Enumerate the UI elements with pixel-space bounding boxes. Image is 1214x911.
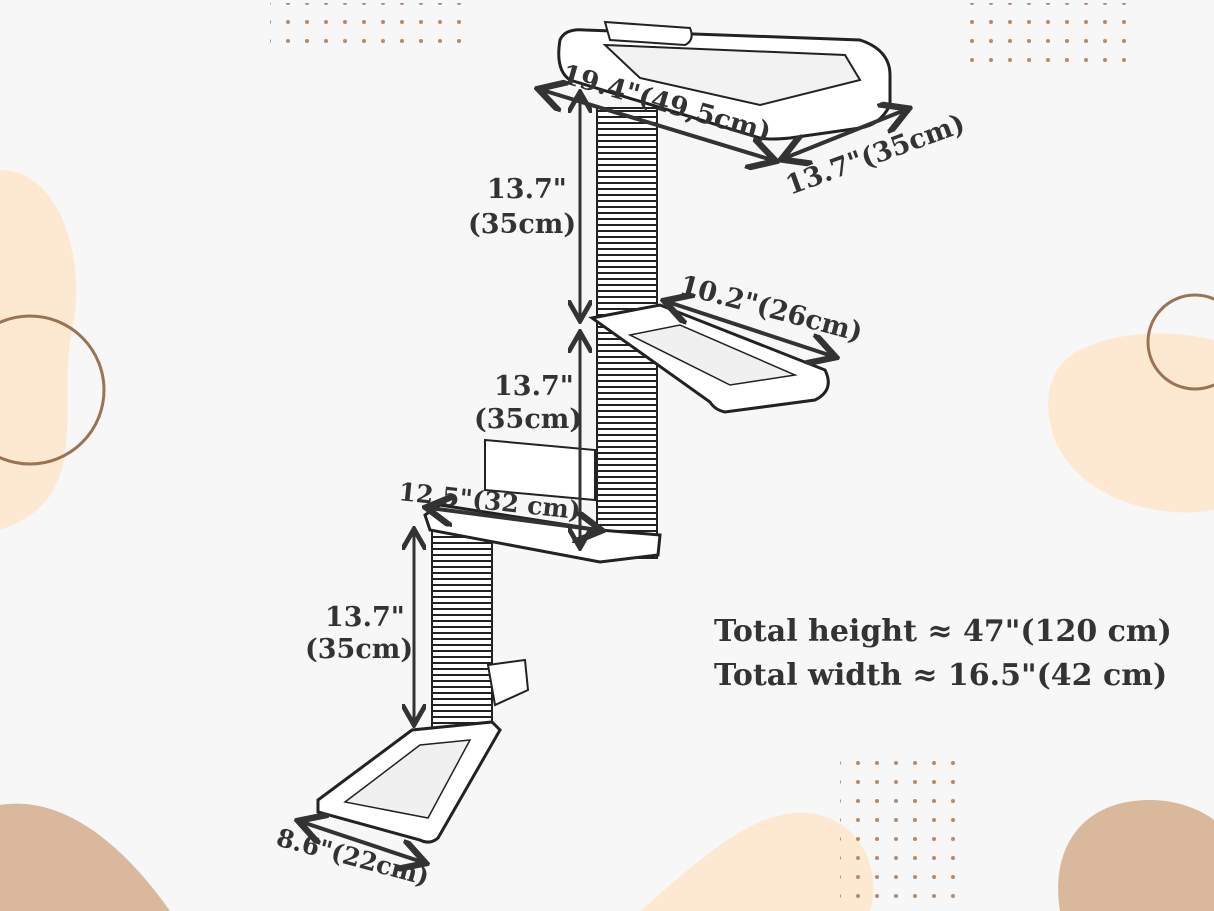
ring-left <box>0 314 106 466</box>
dot-grid-top <box>270 3 465 53</box>
label-post-lower-in: 13.7" <box>325 602 405 633</box>
ring-right <box>1146 293 1214 391</box>
arrow-lower-step <box>430 508 598 530</box>
label-post-upper-in: 13.7" <box>487 174 567 205</box>
blob-right <box>1048 333 1214 513</box>
blob-bottom-center <box>640 812 874 911</box>
blob-bottom-right <box>1058 800 1214 911</box>
total-height: Total height ≈ 47"(120 cm) <box>714 614 1172 649</box>
blob-left <box>0 170 77 530</box>
total-width: Total width ≈ 16.5"(42 cm) <box>714 658 1168 693</box>
dot-grid-top-right <box>955 3 1140 68</box>
dot-grid-bottom <box>840 758 955 911</box>
label-post-middle-in: 13.7" <box>494 371 574 402</box>
blob-bottom-left <box>0 803 170 911</box>
label-post-upper-cm: (35cm) <box>468 209 576 240</box>
arrow-top-depth <box>785 110 905 158</box>
arrow-middle-step <box>668 302 832 356</box>
arrow-bottom-step <box>302 822 422 862</box>
label-post-middle-cm: (35cm) <box>474 404 582 435</box>
label-post-lower-cm: (35cm) <box>305 634 413 665</box>
lower-post <box>431 529 493 729</box>
